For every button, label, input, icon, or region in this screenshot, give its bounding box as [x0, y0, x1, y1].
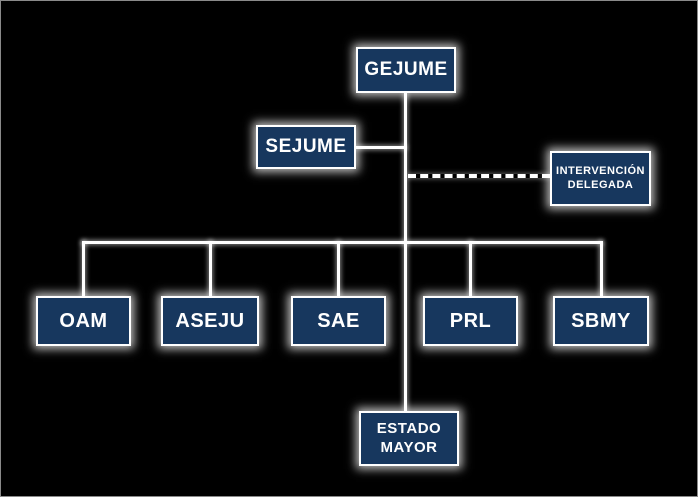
node-sae-label: SAE [317, 309, 360, 332]
connector-sejume-horizontal [356, 146, 406, 149]
node-prl-label: PRL [449, 309, 492, 332]
connector-drop-sbmy [600, 241, 603, 296]
node-intervencion-delegada-label: INTERVENCIÓN DELEGADA [556, 164, 645, 191]
connector-trunk-vertical [404, 93, 407, 411]
node-intervencion-delegada: INTERVENCIÓN DELEGADA [550, 151, 651, 206]
node-sbmy-label: SBMY [571, 309, 631, 332]
node-oam: OAM [36, 296, 131, 346]
node-prl: PRL [423, 296, 518, 346]
node-aseju-label: ASEJU [175, 309, 245, 332]
node-sbmy: SBMY [553, 296, 649, 346]
connector-drop-aseju [209, 241, 212, 296]
connector-drop-prl [469, 241, 472, 296]
node-estado-mayor-label: ESTADO MAYOR [376, 419, 442, 456]
connector-distribution-bar [82, 241, 602, 244]
node-aseju: ASEJU [161, 296, 259, 346]
node-gejume: GEJUME [356, 47, 456, 93]
connector-drop-sae [337, 241, 340, 296]
node-sejume: SEJUME [256, 125, 356, 169]
node-gejume-label: GEJUME [364, 59, 448, 81]
node-sae: SAE [291, 296, 386, 346]
connector-intervencion-dashed [408, 174, 550, 178]
node-sejume-label: SEJUME [265, 136, 347, 158]
node-estado-mayor: ESTADO MAYOR [359, 411, 459, 466]
node-oam-label: OAM [59, 309, 108, 332]
connector-drop-oam [82, 241, 85, 296]
